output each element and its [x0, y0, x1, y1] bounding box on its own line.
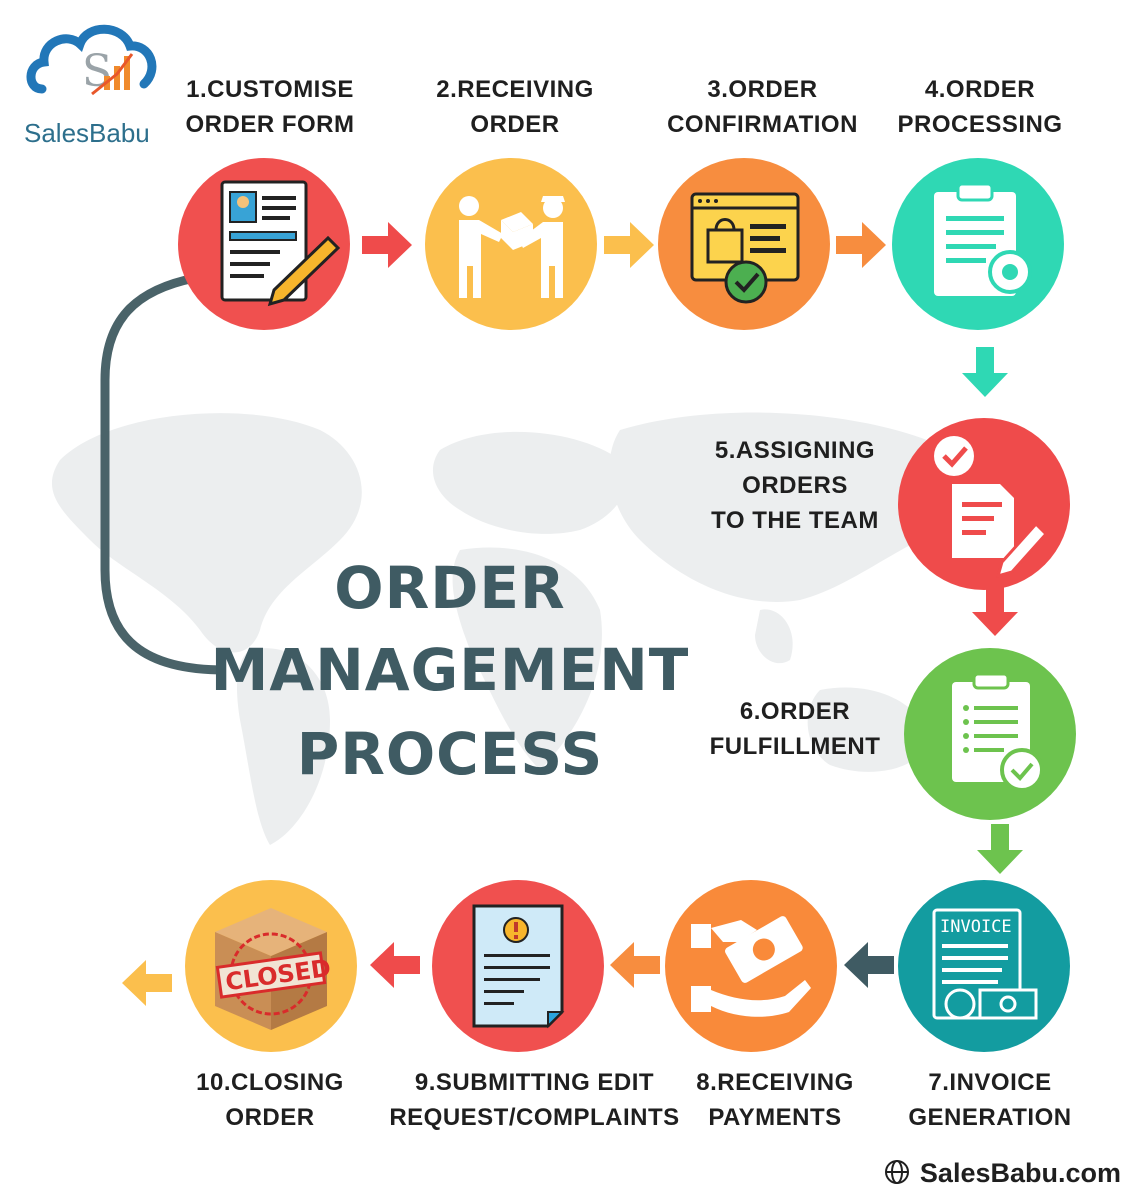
footer-website[interactable]: SalesBabu.com — [884, 1158, 1121, 1192]
salesbabu-logo: S — [22, 14, 162, 114]
arrow-4-to-5 — [962, 347, 1008, 397]
title-line-1: ORDER — [334, 554, 566, 622]
step-5-circle — [898, 418, 1070, 590]
task-assign-icon — [898, 418, 1070, 590]
arrow-exit — [122, 960, 172, 1006]
invoice-icon: INVOICE — [898, 880, 1070, 1052]
title-line-2: MANAGEMENT — [210, 636, 690, 704]
step-8-circle — [665, 880, 837, 1052]
order-form-icon — [178, 158, 350, 330]
arrow-1-to-2 — [362, 222, 412, 268]
complaint-doc-icon — [432, 880, 604, 1052]
step-1-label: 1.CUSTOMISE ORDER FORM — [185, 76, 355, 138]
step-4-label: 4.ORDER PROCESSING — [897, 76, 1063, 138]
step-3-label: 3.ORDER CONFIRMATION — [667, 76, 858, 138]
arrow-5-to-6 — [972, 586, 1018, 636]
step-9-circle — [432, 880, 604, 1052]
step-10-circle: CLOSED — [185, 880, 357, 1052]
arrow-6-to-7 — [977, 824, 1023, 874]
payment-icon — [665, 880, 837, 1052]
closed-box-icon: CLOSED — [185, 880, 357, 1052]
step-4-circle — [892, 158, 1064, 330]
arrow-8-to-9 — [610, 942, 660, 988]
footer-url-text: SalesBabu.com — [919, 1158, 1121, 1188]
clipboard-gear-icon — [892, 158, 1064, 330]
logo-wordmark: SalesBabu — [24, 118, 150, 148]
step-5-label: 5.ASSIGNING ORDERS TO THE TEAM — [711, 437, 879, 534]
step-2-label: 2.RECEIVING ORDER — [436, 76, 594, 138]
handover-icon — [425, 158, 597, 330]
step-6-circle — [904, 648, 1076, 820]
title-line-3: PROCESS — [296, 720, 604, 788]
loop-connector-line — [100, 273, 225, 675]
step-9-label: 9.SUBMITTING EDIT REQUEST/COMPLAINTS — [389, 1069, 680, 1131]
world-map-background — [51, 412, 972, 845]
arrow-2-to-3 — [604, 222, 654, 268]
globe-icon — [884, 1159, 910, 1192]
step-3-circle — [658, 158, 830, 330]
arrow-7-to-8 — [844, 942, 894, 988]
arrow-3-to-4 — [836, 222, 886, 268]
step-8-label: 8.RECEIVING PAYMENTS — [696, 1069, 854, 1131]
arrow-9-to-10 — [370, 942, 420, 988]
step-7-label: 7.INVOICE GENERATION — [908, 1069, 1072, 1131]
shopping-confirmation-icon — [658, 158, 830, 330]
clipboard-check-icon — [904, 648, 1076, 820]
step-6-label: 6.ORDER FULFILLMENT — [709, 698, 881, 760]
step-7-circle: INVOICE — [898, 880, 1070, 1052]
invoice-word: INVOICE — [940, 917, 1012, 937]
step-1-circle — [178, 158, 350, 330]
step-2-circle — [425, 158, 597, 330]
cloud-chart-icon: S — [26, 24, 157, 97]
step-10-label: 10.CLOSING ORDER — [196, 1069, 344, 1131]
